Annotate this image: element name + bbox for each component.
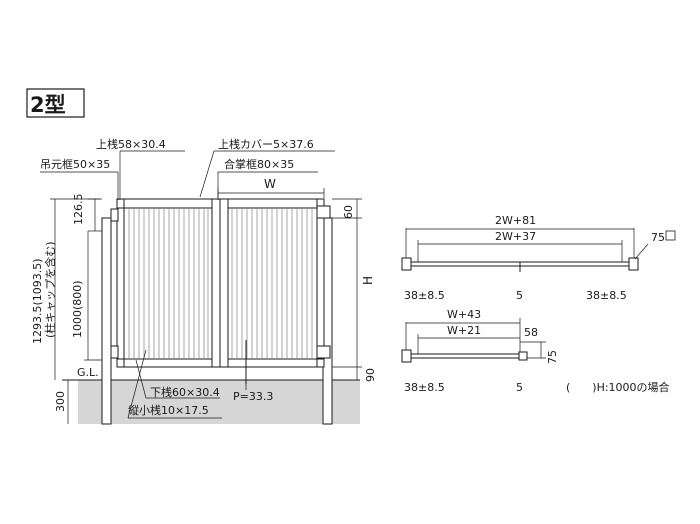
slats-left bbox=[128, 209, 209, 358]
side-gate-bar bbox=[410, 353, 520, 359]
vertical-slat-label: 縦小桟10×17.5 bbox=[128, 403, 209, 417]
title-box: 2型 bbox=[26, 88, 85, 118]
dim-90: 90 bbox=[364, 368, 377, 382]
side-gap: 5 bbox=[516, 381, 523, 394]
side-post bbox=[401, 349, 412, 363]
pitch-label: P=33.3 bbox=[233, 390, 273, 403]
width-label: W bbox=[264, 177, 276, 191]
hinge-frame-label: 吊元框50×35 bbox=[40, 158, 110, 171]
top-center-gap: 5 bbox=[516, 289, 523, 302]
side-view: W+43 W+21 58 75 38±8.5 5 ( )H:1000の場合 bbox=[401, 308, 670, 394]
meeting-frame-label: 合掌框80×35 bbox=[224, 157, 294, 171]
dim-1000: 1000(800) bbox=[71, 280, 84, 338]
top-right-offset: 38±8.5 bbox=[586, 289, 627, 302]
side-frame-end bbox=[518, 351, 528, 361]
top-rail-label: 上桟58×30.4 bbox=[96, 137, 166, 151]
top-rail-cover-label: 上桟カバー5×37.6 bbox=[218, 137, 314, 151]
side-dim-75: 75 bbox=[546, 350, 559, 364]
top-left-offset: 38±8.5 bbox=[404, 289, 445, 302]
overall-height-note: (柱キャップを含む) bbox=[43, 241, 57, 338]
bottom-rail-label: 下桟60×30.4 bbox=[150, 385, 220, 399]
ground-level-label: G.L. bbox=[77, 366, 99, 379]
side-note: ( )H:1000の場合 bbox=[566, 380, 670, 394]
hinge-top-right bbox=[316, 205, 331, 219]
post-size-icon bbox=[665, 230, 676, 241]
page-title: 2型 bbox=[30, 93, 66, 117]
side-left-offset: 38±8.5 bbox=[404, 381, 445, 394]
left-post bbox=[101, 217, 112, 425]
top-view: 2W+81 2W+37 75 38±8.5 5 38±8.5 bbox=[401, 214, 676, 302]
side-dim-58: 58 bbox=[524, 326, 538, 339]
top-post-size: 75 bbox=[651, 231, 665, 244]
side-outer-width: W+43 bbox=[447, 308, 481, 321]
height-label: H bbox=[361, 276, 375, 285]
top-outer-width: 2W+81 bbox=[495, 214, 536, 227]
hinge-bottom-right bbox=[316, 345, 331, 359]
dim-300: 300 bbox=[54, 391, 67, 412]
ground-area bbox=[78, 380, 360, 424]
top-left-post bbox=[401, 257, 412, 271]
side-inner-width: W+21 bbox=[447, 324, 481, 337]
front-elevation: 126.5 1293.5(1093.5) (柱キャップを含む) 1000(800… bbox=[31, 137, 377, 425]
top-inner-width: 2W+37 bbox=[495, 230, 536, 243]
hinge-bottom-left bbox=[110, 345, 119, 359]
hinge-top-left bbox=[110, 208, 119, 222]
dim-126-5: 126.5 bbox=[72, 194, 85, 226]
dim-60: 60 bbox=[342, 205, 355, 219]
slats-right bbox=[231, 209, 313, 358]
overall-height: 1293.5(1093.5) bbox=[31, 258, 44, 344]
top-right-post bbox=[628, 257, 639, 271]
